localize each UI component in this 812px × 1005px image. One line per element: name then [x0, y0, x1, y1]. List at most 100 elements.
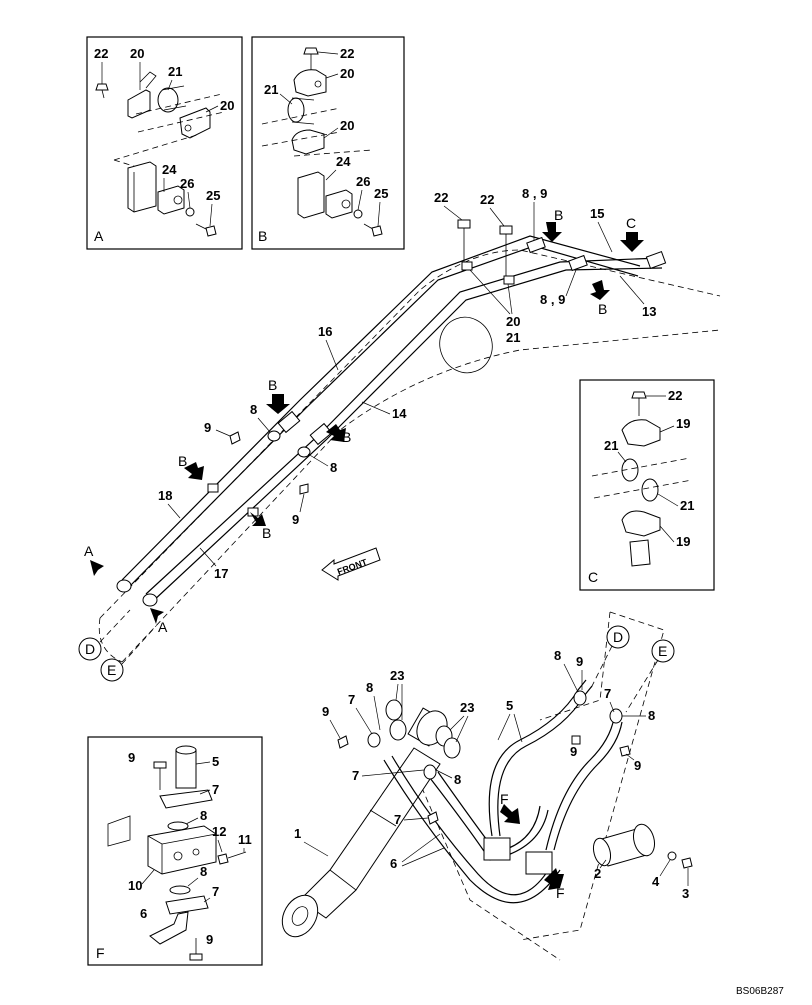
- detail-view-f: 9 5 7 8 12 11 10 8 7 6 9 F: [87, 736, 263, 966]
- detail-c-frame: [579, 379, 715, 591]
- bolt-icon: [619, 745, 631, 757]
- callout-2: 2: [594, 866, 601, 881]
- clamp-upper-icon: [621, 419, 661, 447]
- view-arrow-b: [266, 394, 290, 414]
- callout-14: 14: [392, 406, 407, 421]
- o-ring-icon: [367, 732, 381, 748]
- bolt-icon: [457, 219, 471, 229]
- callout-20: 20: [340, 118, 354, 133]
- callout-22: 22: [94, 46, 108, 61]
- pipe-lower: [145, 257, 661, 595]
- clamp-lower-icon: [621, 510, 661, 537]
- callout-8-9: 8 , 9: [522, 186, 547, 201]
- callout-10: 10: [128, 878, 142, 893]
- callout-16: 16: [318, 324, 332, 339]
- pipe-icon: [175, 749, 197, 789]
- callout-9: 9: [204, 420, 211, 435]
- callout-9: 9: [322, 704, 329, 719]
- callout-23: 23: [460, 700, 474, 715]
- detail-view-c: 22 19 21 21 19 C: [579, 379, 715, 591]
- callout-25: 25: [206, 188, 220, 203]
- callout-12: 12: [212, 824, 226, 839]
- callout-22: 22: [480, 192, 494, 207]
- callout-20: 20: [340, 66, 354, 81]
- boom-assembly: 22 22 8 , 9 15 8 , 9 13 20 21 16 14 9 8 …: [78, 186, 721, 682]
- hose-fitting-icon: [645, 250, 667, 270]
- hose-fitting-icon: [526, 236, 546, 254]
- o-ring-icon: [389, 719, 407, 741]
- detail-letter-c: C: [588, 569, 598, 585]
- block-icon: [297, 171, 325, 219]
- bolt-icon: [229, 431, 241, 445]
- view-arrow-label-a: A: [158, 619, 168, 635]
- washer-icon: [353, 209, 363, 219]
- washer-icon: [217, 853, 229, 865]
- detail-view-a: 22 20 21 20 24 26 25 A: [86, 36, 243, 250]
- clamp-upper-icon: [293, 69, 327, 97]
- o-ring-icon: [267, 430, 281, 442]
- callout-13: 13: [642, 304, 656, 319]
- view-arrow-label-a: A: [84, 543, 94, 559]
- pipe-upper: [121, 235, 641, 581]
- hose-fitting-icon: [568, 254, 588, 272]
- callout-20: 20: [220, 98, 234, 113]
- view-arrow-b: [184, 462, 204, 480]
- manifold-block-icon: [147, 825, 217, 875]
- hydraulic-cylinder-icon: [281, 707, 448, 938]
- callout-21: 21: [506, 330, 520, 345]
- callout-22: 22: [668, 388, 682, 403]
- boom-pivot-hole: [439, 316, 493, 374]
- callout-7: 7: [348, 692, 355, 707]
- callout-9: 9: [634, 758, 641, 773]
- callout-24: 24: [162, 162, 177, 177]
- view-arrow-f: [544, 868, 564, 890]
- callout-9: 9: [292, 512, 299, 527]
- view-arrow-label-b: B: [268, 377, 277, 393]
- callout-8: 8: [454, 772, 461, 787]
- o-ring-icon: [167, 821, 189, 831]
- callout-8: 8: [330, 460, 337, 475]
- o-ring-icon: [573, 690, 587, 706]
- callout-6: 6: [390, 856, 397, 871]
- callout-26: 26: [356, 174, 370, 189]
- clamp-lower-icon: [291, 129, 325, 155]
- clamp-icon: [461, 261, 473, 271]
- detail-letter-f: F: [96, 945, 105, 961]
- ref-label-d: D: [613, 629, 623, 645]
- ref-label-e: E: [107, 662, 116, 678]
- block-icon: [629, 539, 651, 567]
- o-ring-icon: [609, 708, 623, 724]
- boom-outline-upper: [99, 249, 721, 619]
- callout-19: 19: [676, 416, 690, 431]
- drawing-code: BS06B287: [736, 986, 784, 997]
- detail-a-frame: [86, 36, 243, 250]
- callout-7: 7: [604, 686, 611, 701]
- view-arrow-b: [590, 280, 610, 300]
- callout-17: 17: [214, 566, 228, 581]
- bolt-icon: [337, 735, 349, 749]
- callout-7: 8: [554, 648, 561, 663]
- callout-8: 8: [648, 708, 655, 723]
- detail-letter-b: B: [258, 228, 267, 244]
- o-ring-icon: [385, 699, 403, 721]
- clamp-lower-icon: [179, 107, 211, 139]
- collar-icon: [621, 458, 639, 482]
- callout-8: 9: [576, 654, 583, 669]
- callout-8: 8: [200, 864, 207, 879]
- bolt-icon: [427, 811, 439, 825]
- collar-icon: [287, 97, 305, 123]
- view-arrow-label-c: C: [626, 215, 636, 231]
- flange-icon: [165, 895, 209, 915]
- flange-block-icon: [525, 851, 553, 875]
- bolt-icon: [631, 391, 647, 399]
- ref-circle-e: [651, 639, 675, 663]
- view-arrow-a: [150, 608, 164, 624]
- view-arrow-c: [620, 232, 644, 252]
- callout-7: 7: [212, 782, 219, 797]
- bolt-icon: [571, 735, 581, 745]
- callout-19: 19: [676, 534, 690, 549]
- bolt-icon: [681, 857, 693, 869]
- callout-20: 20: [130, 46, 144, 61]
- bolt-icon: [95, 83, 109, 99]
- callout-24: 24: [336, 154, 351, 169]
